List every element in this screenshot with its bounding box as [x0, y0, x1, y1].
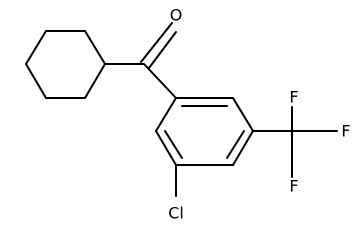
atom-label-fluorine-right: F	[341, 122, 350, 141]
atom-label-chlorine: Cl	[168, 204, 184, 223]
atom-label-fluorine-top: F	[289, 88, 298, 107]
bond	[232, 130, 254, 166]
bond	[84, 63, 106, 99]
trifluoromethyl-group	[291, 106, 338, 178]
atom-label-oxygen: O	[170, 6, 183, 25]
carbonyl-double-bond	[140, 22, 177, 69]
atom-label-fluorine-bottom: F	[289, 177, 298, 196]
bond	[25, 63, 47, 99]
cyclohexane-ring	[25, 30, 106, 99]
bond	[148, 31, 177, 69]
bond	[232, 97, 254, 132]
bond	[226, 130, 245, 159]
bond	[164, 130, 183, 159]
benzene-ring	[155, 97, 254, 166]
bond	[143, 63, 177, 99]
bond	[155, 97, 177, 132]
bond	[140, 22, 173, 63]
bond	[25, 30, 47, 65]
bond	[155, 130, 177, 166]
bond	[84, 30, 106, 65]
